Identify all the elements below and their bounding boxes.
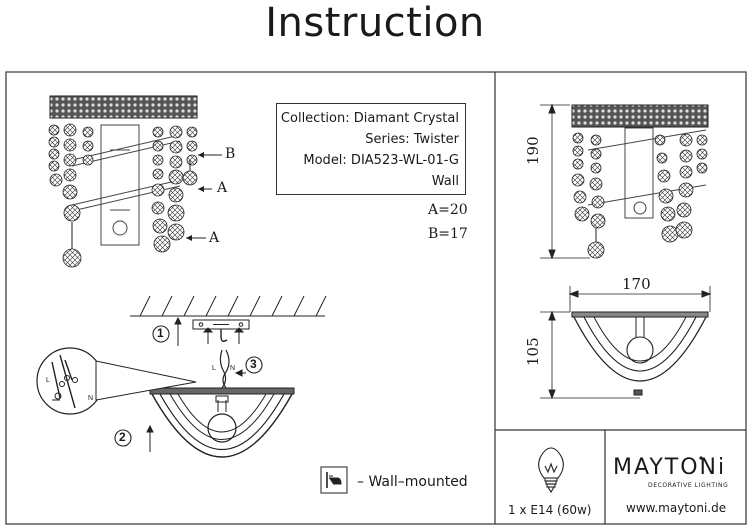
callout-a-upper: A [217,180,228,196]
lamp-front-view [48,95,222,268]
wall-mounted-label: – Wall–mounted [357,474,468,490]
wire-neutral-label: N [230,365,236,372]
callout-b: B [225,146,236,162]
product-info-box: Collection: Diamant Crystal Series: Twis… [276,103,466,195]
brand-name: MAYTONi [613,455,727,480]
magnifier-neutral-label: N [88,395,94,402]
dimension-height: 190 [524,136,542,165]
dimension-width: 170 [622,275,651,293]
brand-tagline: DECORATIVE LIGHTING [648,482,729,489]
bulb-icon [538,447,564,494]
collection-text: Collection: Diamant Crystal [280,111,459,126]
step-2-circle [114,429,132,447]
brand-website: www.maytoni.de [626,501,727,515]
step-circles [114,325,263,447]
series-text: Series: Twister [365,132,459,147]
step-3-circle [245,356,263,374]
lamp-top-view [540,286,712,400]
measure-a: A=20 [428,202,468,218]
installation-diagram [36,295,327,458]
magnifier-live-label: L [46,377,50,384]
step-3-label: 3 [250,357,257,371]
step-1-circle [152,325,170,343]
callout-a-lower: A [209,230,220,246]
dimension-depth: 105 [524,337,542,366]
measure-b: B=17 [428,226,468,242]
bulb-spec: 1 x E14 (60w) [508,503,592,517]
brand-logo [699,456,703,460]
page-title: Instruction [265,0,485,46]
model-text: Model: DIA523-WL-01-G [303,153,459,168]
step-2-label: 2 [119,430,126,444]
wall-mount-icon [320,466,348,494]
outer-frame [5,71,747,525]
wire-live-label: L [212,365,216,372]
step-1-label: 1 [157,326,164,340]
lamp-side-view [540,103,709,260]
type-text: Wall [431,174,459,189]
